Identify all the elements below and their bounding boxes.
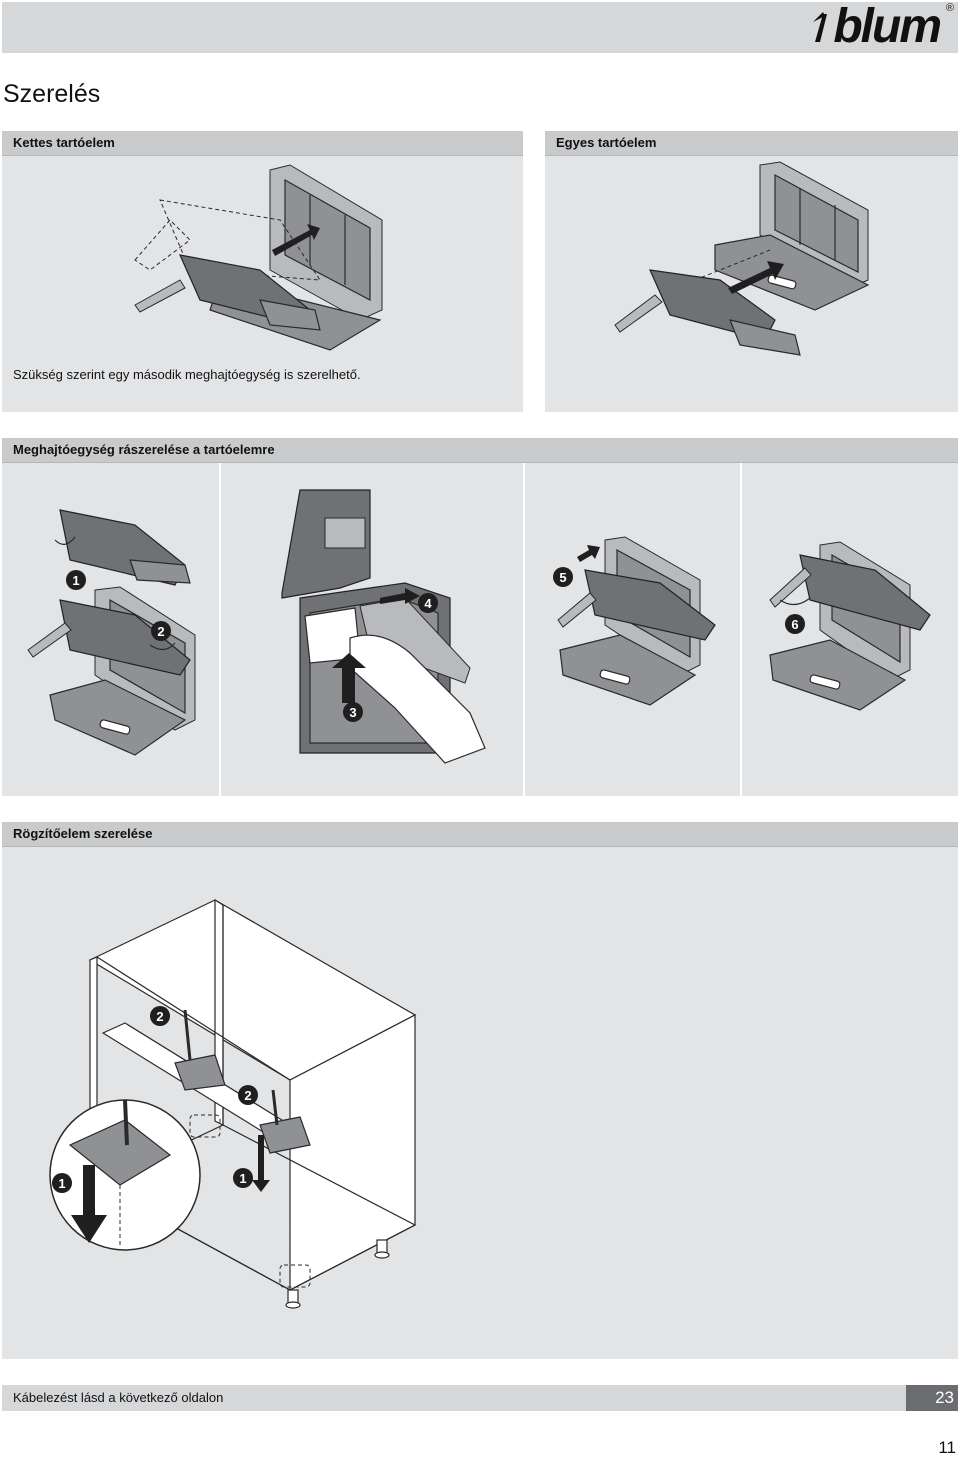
- section-title: Egyes tartóelem: [545, 131, 958, 156]
- step-badge: 4: [418, 593, 438, 613]
- step-badge: 3: [343, 702, 363, 722]
- page-title: Szerelés: [3, 80, 101, 108]
- slide-arrow-icon: [380, 588, 420, 604]
- divider: [523, 463, 525, 796]
- section-title: Meghajtóegység rászerelése a tartóelemre: [2, 438, 958, 463]
- mounting-plate-base: [49, 679, 187, 756]
- double-holder-illustration: [134, 164, 383, 351]
- page-number: 11: [938, 1438, 956, 1457]
- brand-name: blum: [833, 0, 942, 53]
- section-title: Kettes tartóelem: [2, 131, 523, 156]
- step-badge: 2: [238, 1085, 258, 1105]
- blum-logo: blum ®: [811, 0, 954, 53]
- footer-bar: [2, 1385, 906, 1411]
- reference-page-number: 23: [906, 1385, 958, 1411]
- fixing-plate: [174, 1054, 226, 1091]
- slide-arrow-icon: [577, 545, 600, 562]
- step-badge: 1: [233, 1168, 253, 1188]
- steps-1-2-illustration: [27, 509, 196, 756]
- down-arrow-icon: [252, 1135, 270, 1192]
- fixing-plate-detail: [68, 1119, 172, 1186]
- drive-unit: [799, 554, 931, 631]
- step-badge: 1: [66, 570, 86, 590]
- cabinet-illustration: [49, 898, 417, 1309]
- mounting-plate-inner: [284, 178, 371, 301]
- double-holder-caption: Szükség szerint egy második meghajtóegys…: [13, 367, 361, 382]
- rotate-arrow-icon: [54, 536, 76, 545]
- lever: [557, 592, 597, 628]
- step-badge: 6: [785, 614, 805, 634]
- step-badge: 5: [553, 567, 573, 587]
- rotate-arrow-icon: [149, 642, 176, 651]
- lever: [769, 567, 812, 608]
- step-badge: 2: [150, 1006, 170, 1026]
- drive-unit-bottom: [59, 599, 191, 676]
- single-holder-illustration: [614, 161, 870, 356]
- down-arrow-icon: [71, 1165, 107, 1243]
- mounting-plate-base: [559, 634, 697, 706]
- header-bar: [2, 2, 958, 53]
- lever: [134, 279, 186, 313]
- divider: [740, 463, 742, 796]
- mounting-plate-base: [769, 639, 907, 711]
- divider: [219, 463, 221, 796]
- hand: [349, 634, 486, 764]
- insert-arrow-icon: [272, 224, 320, 256]
- fixing-plate: [259, 1116, 311, 1154]
- push-arrow-icon: [332, 653, 366, 703]
- insert-arrow-icon: [728, 261, 784, 294]
- mounting-plate-base: [714, 234, 870, 311]
- step-6-illustration: [769, 541, 931, 711]
- lever: [27, 622, 72, 658]
- lever: [614, 294, 663, 333]
- step-5-illustration: [557, 536, 716, 706]
- footer-note: Kábelezést lásd a következő oldalon: [13, 1390, 224, 1405]
- step-badge: 1: [52, 1173, 72, 1193]
- section-title: Rögzítőelem szerelése: [2, 822, 958, 847]
- step-badge: 2: [151, 621, 171, 641]
- registered-mark: ®: [945, 2, 954, 14]
- screwdriver: [183, 1009, 192, 1061]
- rotate-arrow-icon: [779, 597, 811, 606]
- blum-logo-mark-icon: [813, 12, 828, 42]
- drive-unit: [584, 569, 716, 641]
- panel-fixing-mounting: Rögzítőelem szerelése: [2, 822, 958, 1359]
- screwdriver: [271, 1089, 279, 1126]
- steps-3-4-illustration: [281, 489, 486, 764]
